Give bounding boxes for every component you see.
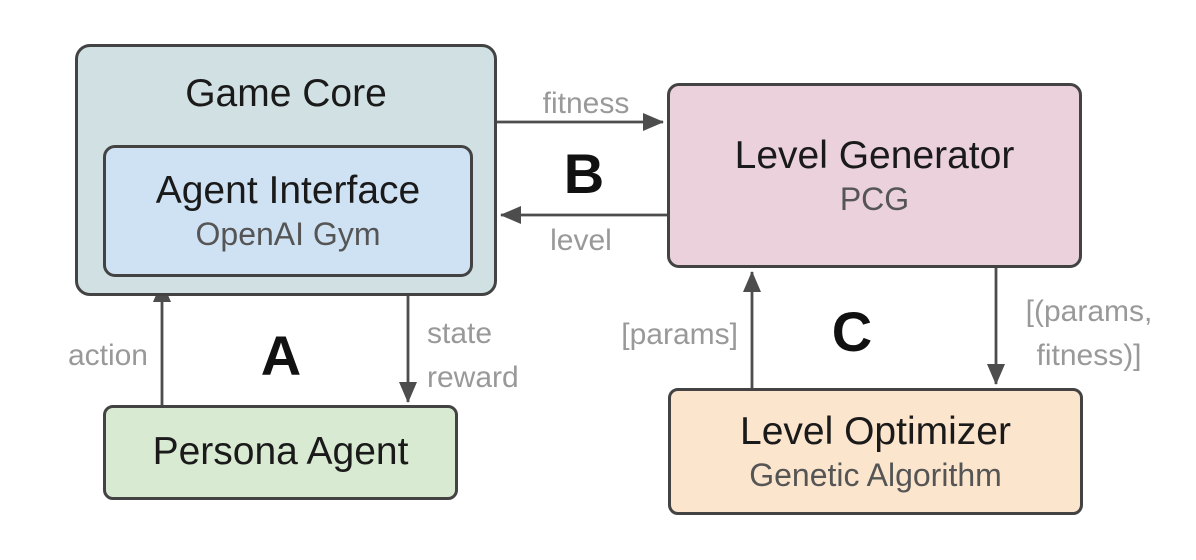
- edge-label-state-reward: state reward: [427, 312, 519, 399]
- edge-label-params: [params]: [621, 318, 738, 351]
- section-label-c: C: [831, 300, 873, 363]
- level-generator-subtitle: PCG: [839, 180, 910, 217]
- node-persona-agent: Persona Agent: [103, 405, 458, 500]
- level-optimizer-subtitle: Genetic Algorithm: [749, 456, 1002, 493]
- agent-interface-title: Agent Interface: [155, 169, 421, 213]
- agent-interface-subtitle: OpenAI Gym: [195, 216, 381, 253]
- node-level-optimizer: Level Optimizer Genetic Algorithm: [668, 388, 1083, 515]
- edge-label-params-fitness: [(params, fitness)]: [1005, 290, 1173, 377]
- section-label-b: B: [563, 142, 605, 205]
- edge-label-action: action: [67, 339, 148, 372]
- level-generator-title: Level Generator: [734, 133, 1015, 177]
- edge-label-params-fitness-line1: [(params,: [1025, 295, 1153, 328]
- edge-label-reward: reward: [427, 360, 519, 394]
- level-optimizer-title: Level Optimizer: [740, 409, 1011, 453]
- node-game-core: Game Core Agent Interface OpenAI Gym: [75, 44, 497, 296]
- game-core-title: Game Core: [185, 72, 387, 115]
- edge-label-state: state: [427, 317, 493, 350]
- node-level-generator: Level Generator PCG: [667, 83, 1082, 268]
- node-agent-interface: Agent Interface OpenAI Gym: [103, 145, 473, 277]
- edge-label-params-fitness-line2: fitness)]: [1036, 338, 1142, 372]
- section-label-a: A: [260, 324, 302, 387]
- persona-agent-title: Persona Agent: [152, 430, 409, 474]
- edge-label-level: level: [550, 224, 612, 257]
- edge-label-fitness: fitness: [542, 87, 630, 120]
